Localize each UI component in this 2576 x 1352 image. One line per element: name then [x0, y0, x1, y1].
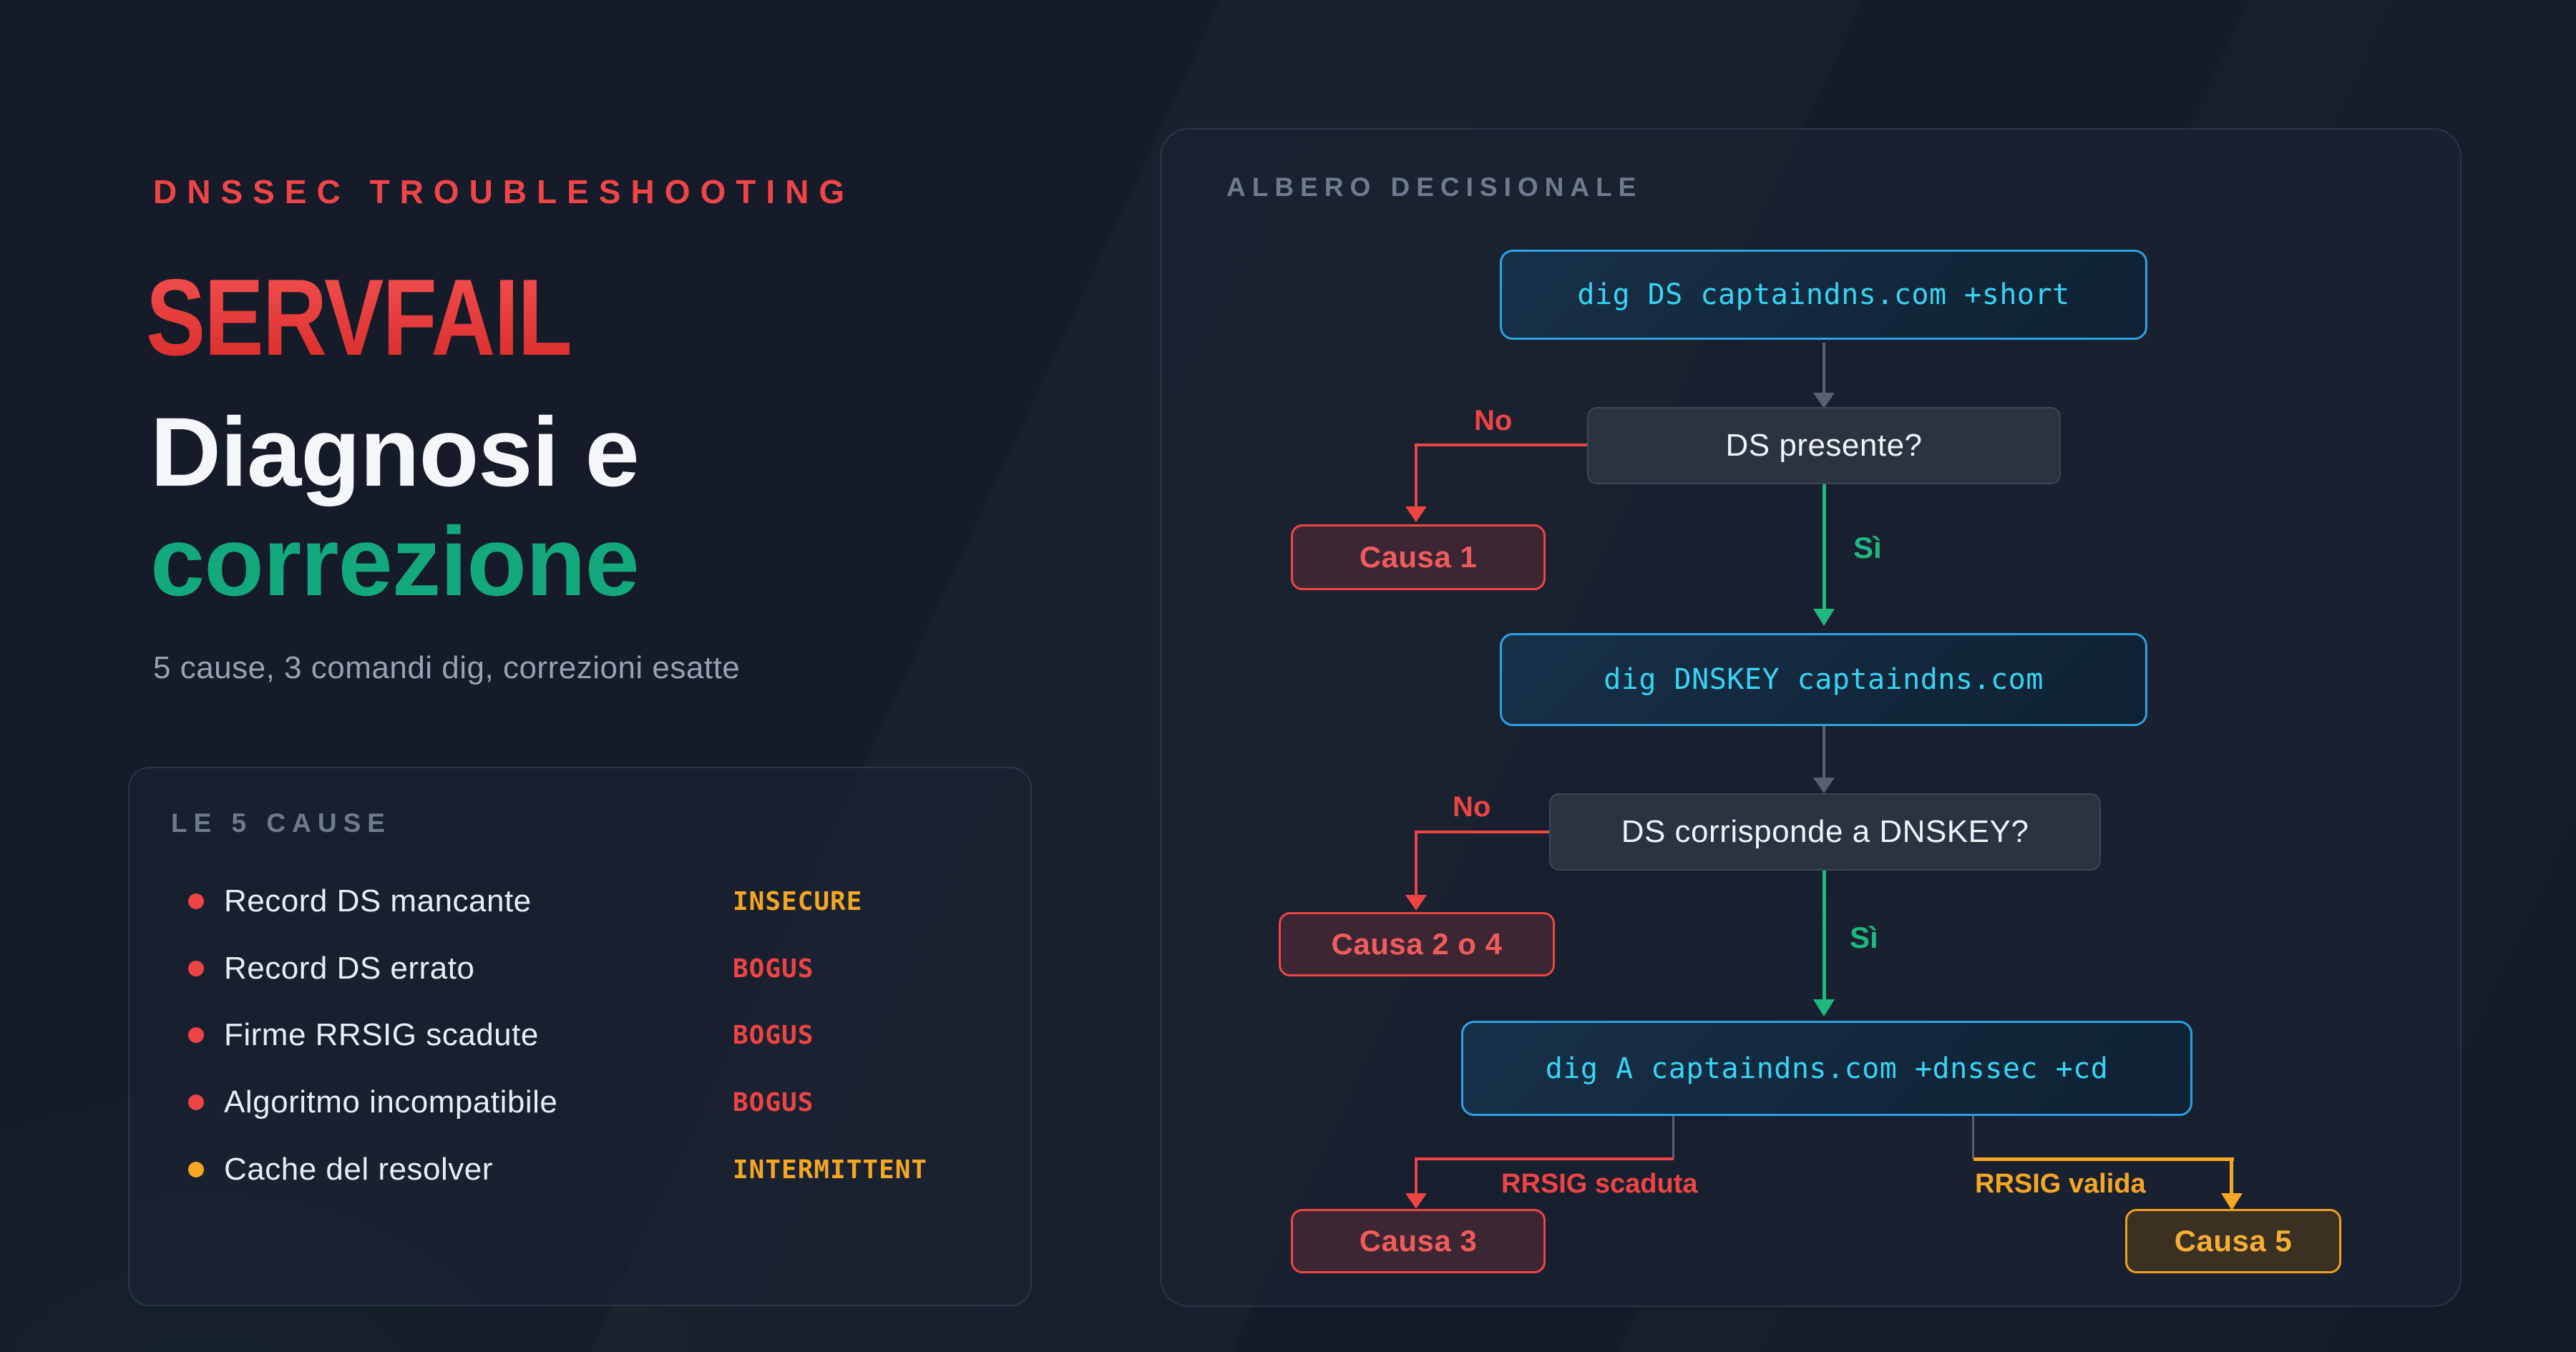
- cause-status-badge: INTERMITTENT: [733, 1155, 928, 1185]
- headline: Diagnosi e correzione: [150, 398, 640, 617]
- cause-label: Firme RRSIG scadute: [224, 1017, 539, 1052]
- headline-line1: Diagnosi e: [150, 398, 640, 507]
- node-cmd-dig-a: dig A captaindns.com +dnssec +cd: [1461, 1021, 2192, 1116]
- edge-label-rrsig-expired: RRSIG scaduta: [1501, 1169, 1698, 1199]
- connector-line: [1823, 343, 1825, 394]
- headline-line2: correzione: [150, 507, 640, 617]
- node-cmd-dig-ds: dig DS captaindns.com +short: [1500, 250, 2147, 340]
- decision-tree-title: ALBERO DECISIONALE: [1226, 172, 1643, 202]
- page-title: SERVFAIL: [146, 257, 572, 378]
- cause-row: Cache del resolver INTERMITTENT: [177, 1145, 1000, 1195]
- connector-line: [2230, 1157, 2233, 1195]
- node-cmd-dig-dnskey: dig DNSKEY captaindns.com: [1500, 633, 2147, 726]
- node-cause-2-or-4: Causa 2 o 4: [1279, 912, 1555, 976]
- connector-line: [1974, 1157, 2234, 1161]
- node-cause-3: Causa 3: [1291, 1209, 1546, 1273]
- cause-dot-icon: [188, 1027, 204, 1043]
- node-question-ds-matches: DS corrisponde a DNSKEY?: [1549, 793, 2101, 871]
- connector-line: [1415, 444, 1418, 508]
- node-question-ds-present: DS presente?: [1587, 407, 2061, 484]
- connector-line: [1415, 831, 1418, 896]
- cause-row: Record DS errato BOGUS: [177, 944, 1000, 994]
- connector-line: [1823, 484, 1826, 610]
- causes-card: [128, 767, 1032, 1306]
- connector-line: [1972, 1116, 1974, 1159]
- cause-row: Algoritmo incompatibile BOGUS: [177, 1077, 1000, 1127]
- cause-label: Record DS errato: [224, 951, 475, 986]
- kicker-text: DNSSEC TROUBLESHOOTING: [153, 173, 855, 210]
- edge-label-no: No: [1474, 405, 1513, 436]
- edge-label-yes: Sì: [1853, 531, 1882, 564]
- arrow-down-icon: [1405, 895, 1427, 911]
- arrow-down-icon: [2221, 1193, 2243, 1210]
- cause-row: Record DS mancante INSECURE: [177, 876, 1000, 926]
- cause-status-badge: BOGUS: [733, 1087, 814, 1117]
- node-cause-5: Causa 5: [2125, 1209, 2341, 1273]
- cause-label: Cache del resolver: [224, 1152, 493, 1187]
- node-cause-1: Causa 1: [1291, 524, 1546, 590]
- arrow-down-icon: [1405, 1193, 1427, 1209]
- arrow-down-icon: [1813, 609, 1835, 626]
- arrow-down-icon: [1405, 506, 1427, 522]
- edge-label-yes: Sì: [1850, 921, 1878, 954]
- arrow-down-icon: [1813, 778, 1835, 793]
- connector-line: [1416, 1157, 1674, 1160]
- cause-status-badge: BOGUS: [733, 1020, 814, 1050]
- connector-line: [1672, 1116, 1674, 1159]
- cause-dot-icon: [188, 893, 204, 909]
- cause-dot-icon: [188, 1162, 204, 1177]
- connector-line: [1823, 726, 1825, 779]
- arrow-down-icon: [1813, 393, 1835, 408]
- causes-card-title: LE 5 CAUSE: [171, 808, 391, 838]
- cause-status-badge: INSECURE: [733, 886, 863, 916]
- connector-line: [1416, 831, 1549, 833]
- cause-status-badge: BOGUS: [733, 954, 814, 984]
- connector-line: [1415, 1157, 1418, 1195]
- tagline: 5 cause, 3 comandi dig, correzioni esatt…: [153, 650, 741, 685]
- cause-row: Firme RRSIG scadute BOGUS: [177, 1010, 1000, 1060]
- cause-dot-icon: [188, 1094, 204, 1110]
- edge-label-rrsig-valid: RRSIG valida: [1975, 1169, 2146, 1199]
- connector-line: [1823, 871, 1826, 1001]
- cause-label: Algoritmo incompatibile: [224, 1084, 558, 1120]
- cause-label: Record DS mancante: [224, 883, 532, 919]
- cause-dot-icon: [188, 961, 204, 976]
- edge-label-no: No: [1453, 791, 1491, 823]
- arrow-down-icon: [1813, 999, 1835, 1017]
- connector-line: [1416, 444, 1587, 446]
